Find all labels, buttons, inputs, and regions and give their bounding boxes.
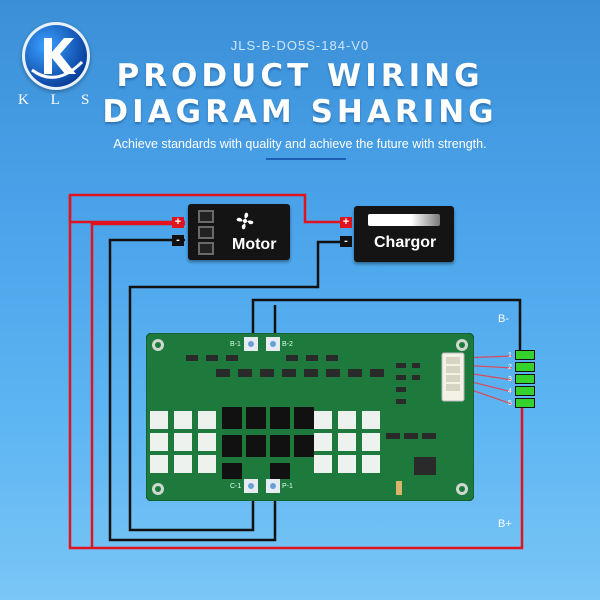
pad-label-b1: B-1 [230,341,241,348]
motor-plus-terminal: + [172,217,184,228]
battery-cell [515,398,535,408]
black-wire-motor [108,238,277,542]
cell-label-3: 3 [508,376,512,383]
motor-label: Motor [232,236,277,253]
charger-display [368,214,440,226]
charger-box: Chargor [354,206,454,262]
cell-label-4: 4 [508,388,512,395]
red-wire-bplus [68,195,524,550]
pad-label-b2: B-2 [282,341,293,348]
page-title-line1: PRODUCT WIRING [116,58,484,94]
b-minus-label: B- [498,313,509,325]
kls-logo [22,22,90,90]
red-wire-inner [90,222,185,548]
b-plus-label: B+ [498,518,512,530]
page-title-line2: DIAGRAM SHARING [102,94,498,130]
pad-label-c1: C-1 [230,483,242,490]
motor-terminal-slot [198,210,214,223]
slogan: Achieve standards with quality and achie… [113,137,487,151]
black-wire-b1 [251,298,522,352]
slogan-underline [266,158,346,160]
cell-label-1: 1 [508,352,512,359]
bms-pcb-board [146,333,474,501]
motor-terminal-slot [198,226,214,239]
charger-label: Chargor [374,234,437,251]
battery-cell [515,386,535,396]
motor-minus-terminal: - [172,235,184,246]
battery-cell-stack [515,350,535,410]
battery-cell [515,362,535,372]
logo-letters: K L S [18,92,99,108]
model-number: JLS-B-DO5S-184-V0 [230,38,370,53]
battery-cell [515,350,535,360]
fan-icon [236,212,254,230]
black-wire-charger [128,240,350,532]
charger-plus-terminal: + [340,217,352,228]
cell-label-5: 5 [508,400,512,407]
logo-k-icon [31,38,84,79]
red-wire-main [68,193,350,224]
pad-label-p1: P-1 [282,483,293,490]
cell-label-2: 2 [508,364,512,371]
motor-box: Motor [188,204,290,260]
charger-minus-terminal: - [340,236,352,247]
battery-cell [515,374,535,384]
motor-terminal-slot [198,242,214,255]
